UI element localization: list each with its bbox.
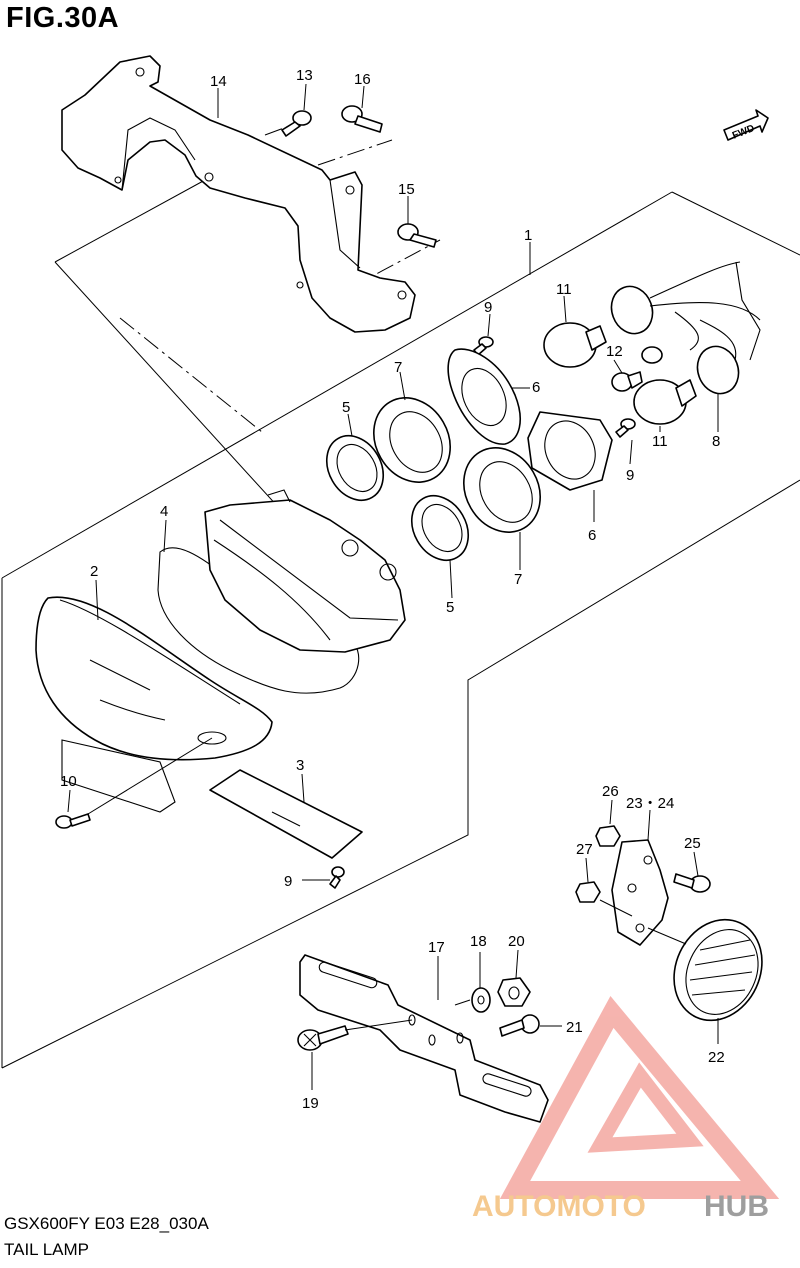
callout-19: 19: [302, 1095, 319, 1112]
callout-1: 1: [524, 227, 532, 244]
callout-17: 17: [428, 939, 445, 956]
callout-18: 18: [470, 933, 487, 950]
callout-6-upper: 6: [532, 379, 540, 396]
part-10-screw: [55, 813, 91, 829]
watermark-logo-icon: [499, 996, 780, 1199]
fwd-arrow-icon: [723, 109, 769, 141]
callout-3: 3: [296, 757, 304, 774]
part-9-screw-right: [615, 418, 636, 438]
part-5-ring-lower: [410, 495, 470, 561]
callout-7-lower: 7: [514, 571, 522, 588]
part-6-gasket-upper: [447, 348, 521, 445]
part-25-screw: [673, 873, 711, 893]
part-19-screw: [297, 1025, 349, 1051]
callout-21: 21: [566, 1019, 583, 1036]
callout-22: 22: [708, 1049, 725, 1066]
callout-9-lower: 9: [284, 873, 292, 890]
part-8-harness: [610, 261, 761, 395]
callout-4: 4: [160, 503, 168, 520]
part-9-screw-lower: [329, 866, 345, 889]
part-13-bolt: [281, 110, 312, 137]
callout-12: 12: [606, 343, 623, 360]
callout-11-lower: 11: [652, 433, 668, 450]
callout-25: 25: [684, 835, 701, 852]
part-14-bracket: [61, 55, 416, 333]
part-11-bulb-lower: [633, 379, 697, 425]
figure-title: FIG.30A: [6, 2, 120, 34]
callout-5-upper: 5: [342, 399, 350, 416]
part-26-nut: [595, 825, 621, 847]
callout-8: 8: [712, 433, 720, 450]
callout-11-upper: 11: [556, 281, 572, 298]
part-27-nut: [575, 881, 601, 903]
part-20-nut: [497, 977, 531, 1007]
section-name: TAIL LAMP: [4, 1240, 90, 1259]
part-5-ring-upper: [325, 435, 385, 501]
part-15-bolt: [397, 223, 437, 248]
model-code: GSX600FY E03 E28_030A: [4, 1214, 209, 1233]
callout-7-upper: 7: [394, 359, 402, 376]
callout-23-24: 23・24: [626, 795, 674, 812]
part-16-bolt: [341, 105, 383, 133]
part-6-gasket-lower: [527, 411, 613, 491]
part-17-plate-bracket: [299, 954, 549, 1123]
watermark-text-part1: AUTOMOTO: [472, 1190, 646, 1223]
part-18-washer: [471, 987, 491, 1013]
callout-9-top: 9: [484, 299, 492, 316]
watermark-text-part2: HUB: [704, 1190, 769, 1223]
callout-15: 15: [398, 181, 415, 198]
part-11-bulb-upper: [543, 322, 607, 368]
part-22-reflector: [673, 918, 763, 1022]
assembly-boundary: [1, 179, 800, 1069]
callout-20: 20: [508, 933, 525, 950]
part-23-24-reflector-bracket: [611, 839, 669, 946]
part-21-bolt: [499, 1014, 540, 1037]
callout-10: 10: [60, 773, 77, 790]
callout-16: 16: [354, 71, 371, 88]
callout-27: 27: [576, 841, 593, 858]
callout-13: 13: [296, 67, 313, 84]
part-2-lens: [35, 596, 273, 813]
callout-26: 26: [602, 783, 619, 800]
callout-5-lower: 5: [446, 599, 454, 616]
callout-labels: 1 2 3 4 5 5 6 6 7 7 8 9 9 9 10 11 11 12 …: [60, 67, 725, 1112]
part-7-socket-lower: [463, 447, 541, 533]
watermark-text: AUTOMOTO HUB: [472, 1190, 769, 1223]
part-3-plate: [209, 769, 363, 859]
callout-6-lower: 6: [588, 527, 596, 544]
callout-9-right: 9: [626, 467, 634, 484]
leader-lines: [67, 83, 719, 1090]
callout-14: 14: [210, 73, 227, 90]
callout-2: 2: [90, 563, 98, 580]
part-12-bulb: [611, 371, 643, 392]
part-7-socket-upper: [373, 397, 451, 483]
tail-lamp-housing: [204, 489, 406, 653]
